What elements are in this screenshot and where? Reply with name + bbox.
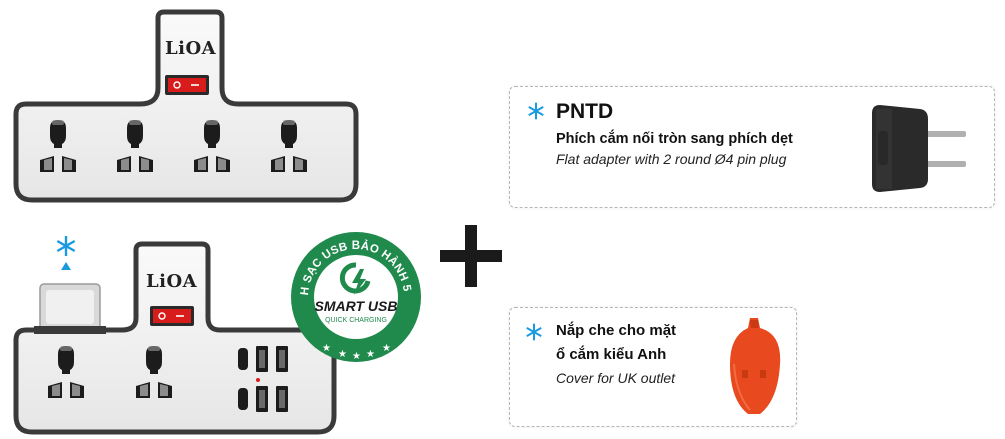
uk-outlet-cover-image <box>730 318 781 414</box>
flat-adapter-image <box>872 105 966 192</box>
power-strip-usb: LiOA <box>10 234 340 435</box>
outlet-row <box>40 120 307 172</box>
power-switch[interactable] <box>150 306 194 326</box>
svg-text:★: ★ <box>382 343 391 354</box>
badge-subtitle: QUICK CHARGING <box>325 317 387 324</box>
badge-stars: ★ ★ ★ ★ ★ <box>322 343 391 362</box>
svg-text:★: ★ <box>352 351 361 362</box>
power-strip-body <box>13 9 359 203</box>
power-strip-4-outlet: LiOA <box>10 8 360 208</box>
accessory-en-desc: Flat adapter with 2 round Ø4 pin plug <box>556 151 787 167</box>
snowflake-icon <box>528 102 544 120</box>
accessory-vi-line2: ổ cắm kiểu Anh <box>556 346 667 363</box>
accessory-vi-desc: Phích cắm nối tròn sang phích dẹt <box>556 131 793 147</box>
snowflake-icon <box>526 323 542 341</box>
charging-icon <box>339 262 371 295</box>
plug-adapter-on-socket <box>34 236 106 334</box>
accessory-card-uk-cover: Nắp che cho mặt ổ cắm kiểu Anh Cover for… <box>509 307 797 427</box>
power-strip-body <box>13 241 337 435</box>
brand-logo: LiOA <box>146 271 198 292</box>
universal-outlet[interactable] <box>40 120 76 172</box>
accessory-en-desc: Cover for UK outlet <box>556 370 676 386</box>
arrow-down-icon <box>61 262 71 270</box>
accessory-code: PNTD <box>556 100 614 123</box>
usb-ports[interactable] <box>236 344 306 418</box>
svg-text:★: ★ <box>338 349 347 360</box>
svg-text:★: ★ <box>366 349 375 360</box>
badge-title: SMART USB <box>315 298 398 314</box>
accessory-vi-line1: Nắp che cho mặt <box>556 322 677 339</box>
plus-icon <box>440 225 502 287</box>
svg-text:★: ★ <box>322 343 331 354</box>
outlet-row <box>48 346 172 398</box>
brand-logo: LiOA <box>165 38 217 59</box>
smart-usb-warranty-badge: MẠCH SẠC USB BẢO HÀNH 5 NĂM SMART USB QU… <box>288 229 421 362</box>
snowflake-icon <box>56 236 76 256</box>
power-switch[interactable] <box>165 75 209 95</box>
accessory-card-pntd: PNTD Phích cắm nối tròn sang phích dẹt F… <box>509 86 995 208</box>
